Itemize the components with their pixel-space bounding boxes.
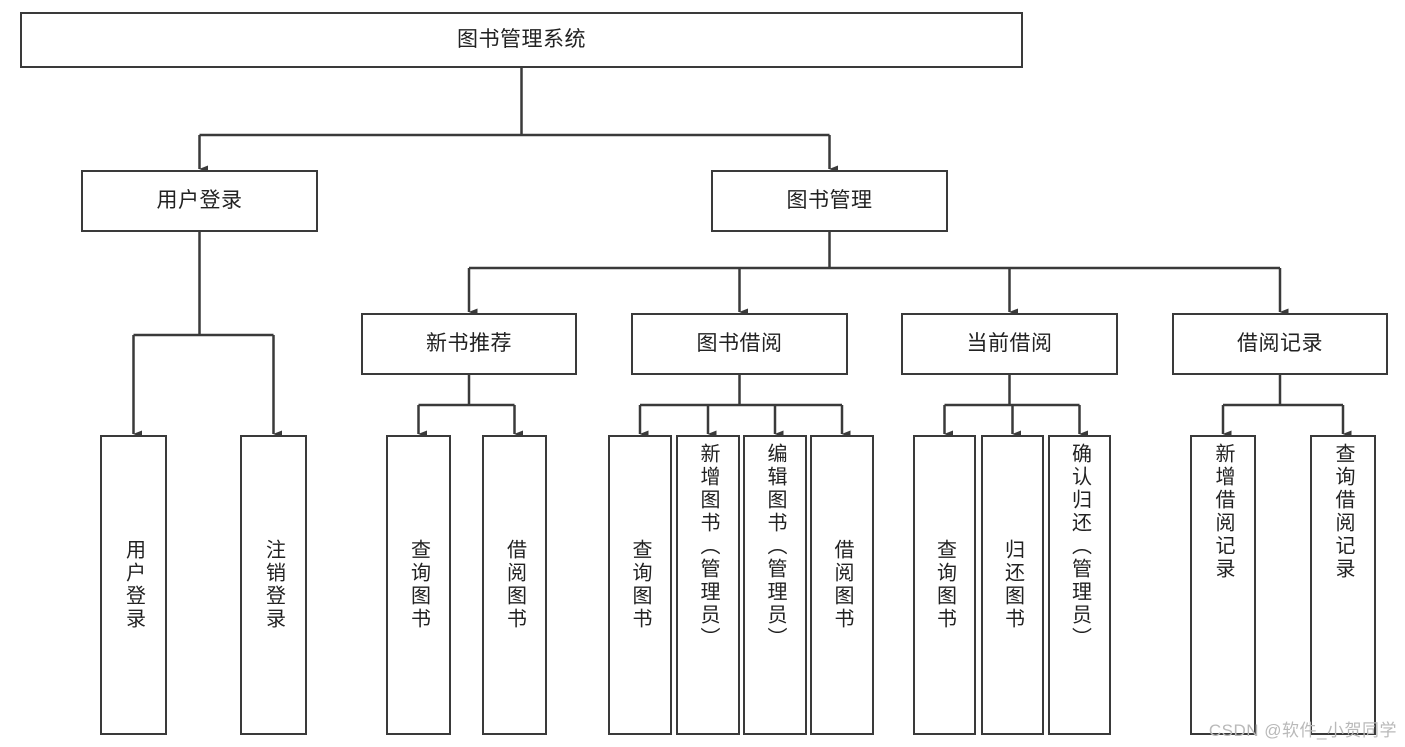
node-label-leaf-rec-1: 新增借阅记录 bbox=[1212, 443, 1234, 581]
node-leaf-cur-1[interactable]: 查询图书 bbox=[913, 435, 976, 735]
node-leaf-new-2[interactable]: 借阅图书 bbox=[482, 435, 547, 735]
node-newbook[interactable]: 新书推荐 bbox=[361, 313, 577, 375]
node-leaf-login-2[interactable]: 注销登录 bbox=[240, 435, 307, 735]
node-leaf-new-1[interactable]: 查询图书 bbox=[386, 435, 451, 735]
node-label-leaf-login-1: 用户登录 bbox=[122, 539, 145, 631]
node-label-leaf-cur-3: 确认归还（管理员） bbox=[1068, 443, 1091, 650]
node-leaf-borrow-4[interactable]: 借阅图书 bbox=[810, 435, 874, 735]
node-label-leaf-borrow-4: 借阅图书 bbox=[831, 539, 853, 631]
node-label-bookmgmt: 图书管理 bbox=[786, 188, 873, 212]
node-label-leaf-rec-2: 查询借阅记录 bbox=[1332, 443, 1354, 581]
node-leaf-login-1[interactable]: 用户登录 bbox=[100, 435, 167, 735]
node-bookmgmt[interactable]: 图书管理 bbox=[711, 170, 948, 232]
node-leaf-rec-1[interactable]: 新增借阅记录 bbox=[1190, 435, 1256, 735]
node-label-leaf-cur-1: 查询图书 bbox=[933, 539, 956, 631]
node-leaf-borrow-2[interactable]: 新增图书（管理员） bbox=[676, 435, 740, 735]
node-label-leaf-borrow-3: 编辑图书（管理员） bbox=[764, 443, 786, 650]
node-leaf-cur-3[interactable]: 确认归还（管理员） bbox=[1048, 435, 1111, 735]
node-borrow[interactable]: 图书借阅 bbox=[631, 313, 848, 375]
node-record[interactable]: 借阅记录 bbox=[1172, 313, 1388, 375]
node-label-root: 图书管理系统 bbox=[457, 27, 586, 51]
node-label-borrow: 图书借阅 bbox=[696, 331, 783, 355]
node-label-current: 当前借阅 bbox=[966, 331, 1053, 355]
node-label-leaf-cur-2: 归还图书 bbox=[1001, 539, 1024, 631]
node-leaf-rec-2[interactable]: 查询借阅记录 bbox=[1310, 435, 1376, 735]
node-label-leaf-login-2: 注销登录 bbox=[262, 539, 285, 631]
node-login[interactable]: 用户登录 bbox=[81, 170, 318, 232]
node-label-leaf-borrow-2: 新增图书（管理员） bbox=[697, 443, 719, 650]
node-label-login: 用户登录 bbox=[156, 188, 243, 212]
node-current[interactable]: 当前借阅 bbox=[901, 313, 1118, 375]
node-label-leaf-new-1: 查询图书 bbox=[407, 539, 430, 631]
connector-group bbox=[132, 68, 1352, 438]
node-label-newbook: 新书推荐 bbox=[426, 331, 512, 355]
node-label-leaf-borrow-1: 查询图书 bbox=[629, 539, 651, 631]
node-root[interactable]: 图书管理系统 bbox=[20, 12, 1023, 68]
node-leaf-cur-2[interactable]: 归还图书 bbox=[981, 435, 1044, 735]
node-leaf-borrow-1[interactable]: 查询图书 bbox=[608, 435, 672, 735]
node-leaf-borrow-3[interactable]: 编辑图书（管理员） bbox=[743, 435, 807, 735]
node-label-record: 借阅记录 bbox=[1237, 331, 1323, 355]
node-label-leaf-new-2: 借阅图书 bbox=[503, 539, 526, 631]
